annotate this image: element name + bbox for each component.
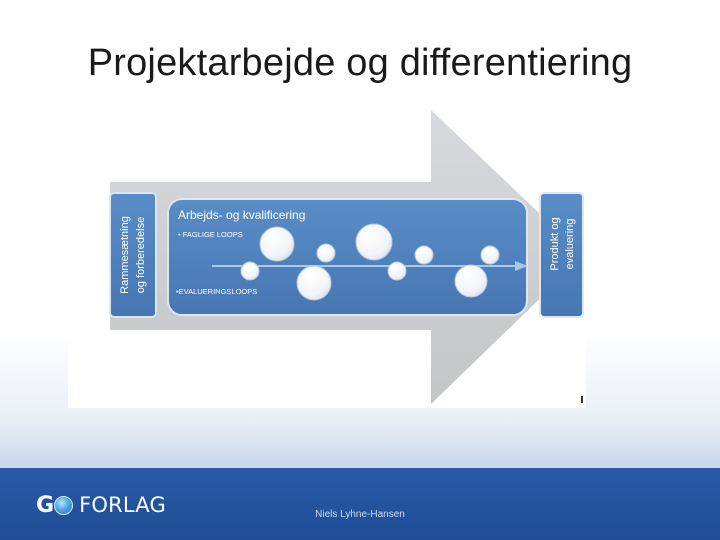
footer-bar <box>0 468 720 540</box>
right-box-label-line2: evaluering <box>564 219 576 270</box>
logo-go-letter: G <box>36 492 54 518</box>
logo-go-text: G <box>36 492 74 518</box>
loop-circle <box>355 223 393 261</box>
left-box-label-line2: og forberedelse <box>135 217 147 293</box>
loop-circle <box>240 261 260 281</box>
go-forlag-logo: G FORLAG <box>36 490 166 520</box>
slide-title: Projektarbejde og differentiering <box>87 42 633 84</box>
center-box <box>167 198 528 316</box>
right-box <box>539 192 584 318</box>
loop-circle <box>387 261 407 281</box>
globe-icon <box>54 495 74 515</box>
evaluerings-loops-label: •EVALUERINGSLOOPS <box>176 287 257 296</box>
right-box-label-line1: Produkt og <box>549 217 561 270</box>
center-box-title: Arbejds- og kvalificering <box>178 208 305 222</box>
logo-forlag-text: FORLAG <box>79 493 166 517</box>
faglige-loops-label: • FAGLIGE LOOPS <box>178 230 243 239</box>
timeline-arrowhead <box>515 261 528 271</box>
stray-mark <box>581 396 583 403</box>
loop-circle <box>316 243 336 263</box>
loop-circle <box>414 245 434 265</box>
left-box-label-line1: Rammesætning <box>119 216 131 294</box>
footer-author: Niels Lyhne-Hansen <box>315 509 405 520</box>
loop-circle <box>454 264 488 298</box>
loop-circle <box>480 245 500 265</box>
loop-circle <box>259 226 295 262</box>
left-box <box>109 192 157 318</box>
loop-circle <box>296 265 332 301</box>
